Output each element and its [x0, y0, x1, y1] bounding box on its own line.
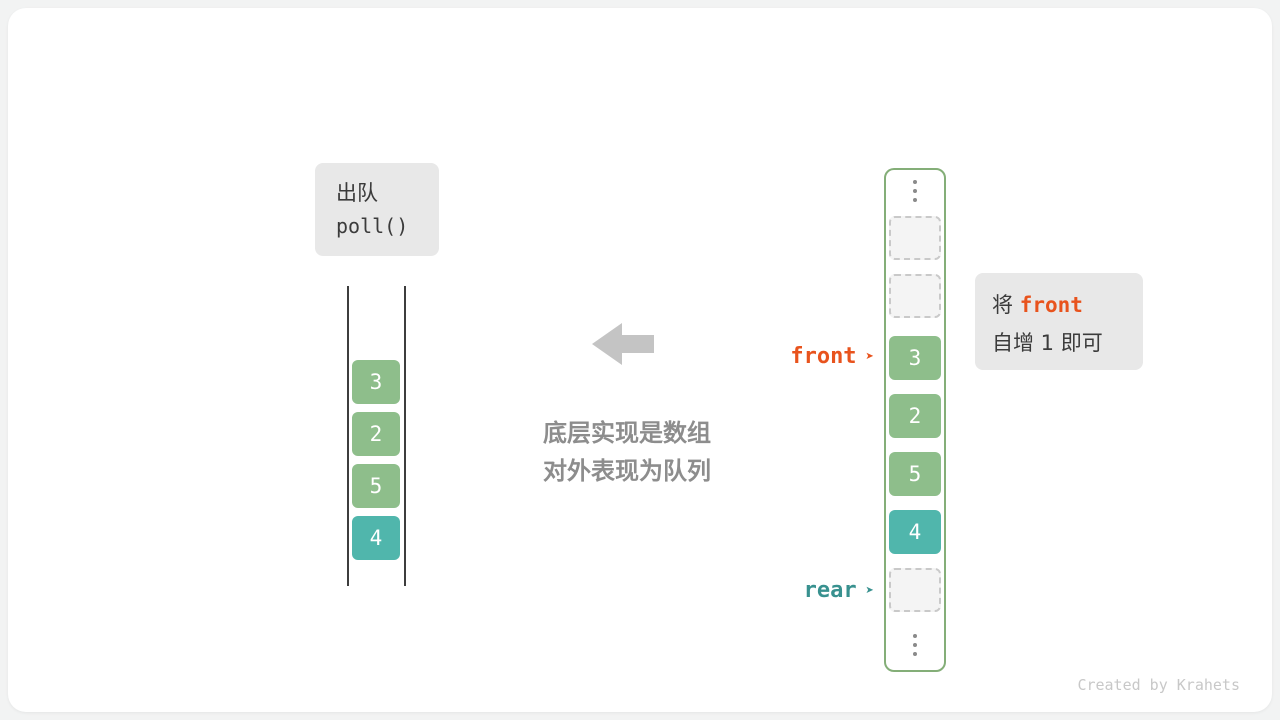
queue-cell: 5	[352, 464, 400, 508]
note-box: 将 front 自增 1 即可	[975, 273, 1143, 370]
rear-pointer-label: rear	[803, 578, 857, 603]
queue-cell: 2	[352, 412, 400, 456]
array-cell-empty	[889, 274, 941, 318]
front-pointer-label: front	[790, 344, 857, 369]
front-pointer: front ➤	[790, 344, 874, 369]
array-cell-empty	[889, 568, 941, 612]
note-prefix: 将	[992, 293, 1013, 317]
ellipsis-icon	[903, 180, 927, 202]
right-arrowhead-icon: ➤	[865, 582, 874, 599]
dequeue-label-box: 出队 poll()	[315, 163, 439, 256]
array-cell: 3	[889, 336, 941, 380]
note-keyword: front	[1019, 293, 1083, 317]
credit-text: Created by Krahets	[1077, 676, 1240, 694]
middle-caption-line2: 对外表现为队列	[543, 457, 711, 485]
dequeue-operation-name: 出队	[336, 181, 378, 205]
note-line1: 将 front	[992, 286, 1143, 324]
queue-wall-right	[404, 286, 406, 586]
ellipsis-icon	[903, 634, 927, 656]
array-cell: 5	[889, 452, 941, 496]
array-cell: 4	[889, 510, 941, 554]
queue-cell: 3	[352, 360, 400, 404]
right-arrowhead-icon: ➤	[865, 348, 874, 365]
dequeue-method-name: poll()	[336, 214, 409, 238]
note-line2: 自增 1 即可	[992, 331, 1103, 355]
middle-caption: 底层实现是数组 对外表现为队列	[497, 414, 757, 490]
array-cell-empty	[889, 216, 941, 260]
queue-wall-left	[347, 286, 349, 586]
array-cell: 2	[889, 394, 941, 438]
rear-pointer: rear ➤	[804, 578, 874, 603]
queue-cell: 4	[352, 516, 400, 560]
middle-caption-line1: 底层实现是数组	[543, 419, 711, 447]
left-block-arrow-icon	[592, 320, 654, 372]
